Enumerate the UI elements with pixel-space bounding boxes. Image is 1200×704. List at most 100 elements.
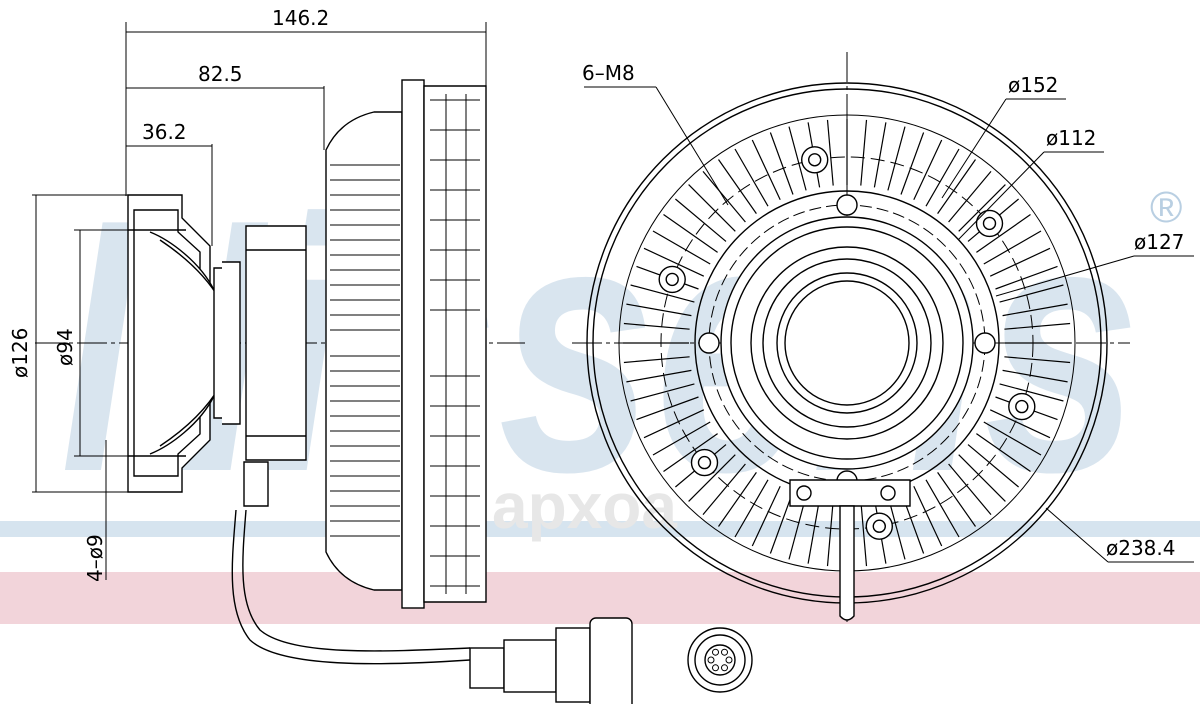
threaded-hole [975,209,1004,238]
fin [913,485,943,547]
fin [623,322,690,330]
watermark-trademark: ® [1150,183,1182,232]
fin [958,184,1006,232]
watermark-pink-band [0,572,1200,624]
dim-threaded-holes: 6–M8 [582,61,635,85]
dim-pilot-diameter: ø94 [53,328,77,366]
cable-plug [469,647,505,689]
small-hole [698,332,720,354]
threaded-hole-core [982,216,997,231]
fin [958,454,1006,502]
hub [213,225,307,461]
fin [937,472,976,527]
radial-fins [623,119,1071,567]
threaded-hole [865,512,893,540]
fin [925,148,960,207]
front-leaders [584,86,1194,563]
center-bore [776,272,918,414]
fin [925,479,960,538]
fin [626,303,692,317]
fin [826,500,834,567]
dim-overall-length: 146.2 [272,6,329,30]
side-dimensions [32,22,487,580]
threaded-hole [801,146,829,174]
fin [630,383,695,402]
threaded-hole [690,448,719,477]
connector-pin [721,664,728,672]
threaded-hole [1008,392,1036,421]
fin [995,265,1058,290]
fin [688,184,736,232]
fin [999,284,1064,303]
fan-housing [325,79,487,609]
dim-bolt-holes: 4–ø9 [83,534,107,582]
fin [734,479,769,538]
dim-flange-length: 36.2 [142,120,187,144]
fin [967,444,1019,488]
fin [734,148,769,207]
fin [976,214,1031,253]
fin [860,119,868,186]
fin [769,132,794,195]
threaded-hole-core [665,272,679,287]
small-hole [974,332,996,354]
connector-pin [712,648,719,656]
fin [751,485,781,547]
fin [1004,322,1071,330]
fin [626,369,692,383]
fin [983,421,1042,456]
fin [636,396,699,421]
fin [989,247,1051,277]
fin [643,409,705,439]
threaded-hole [658,265,686,294]
front-cable-stub [839,505,855,621]
dim-flange-diameter: ø126 [8,328,32,378]
fin [702,171,746,223]
housing-fins [330,164,400,537]
fin [675,198,727,242]
connector-pin [712,664,719,672]
fin [1002,369,1068,383]
fin [948,171,992,223]
connector-pin [707,656,715,664]
front-sensor-bracket [789,479,911,507]
fin [788,126,807,191]
dim-outer-diameter: ø238.4 [1106,536,1176,560]
fin [999,383,1064,402]
fin [860,500,868,567]
threaded-hole-core [697,455,712,470]
fin [948,463,992,515]
threaded-hole-core [808,153,822,167]
threaded-holes [658,146,1036,540]
threaded-hole-core [872,519,886,533]
fin [718,159,757,214]
dim-outer-bolt-circle: ø152 [1008,73,1058,97]
fin [1004,356,1071,364]
fin [887,126,906,191]
dim-body-diameter: ø127 [1134,230,1184,254]
fin [937,159,976,214]
fin [702,463,746,515]
fin [688,454,736,502]
fin [652,230,711,265]
connector-end-view [687,627,753,693]
small-hole [836,194,858,216]
fin [807,498,821,564]
fin [826,119,834,186]
fin [989,409,1051,439]
fin [623,356,690,364]
fin [1002,303,1068,317]
side-view [32,22,633,704]
threaded-hole-core [1015,399,1029,414]
fin [769,491,794,554]
sensor-cable [231,461,633,704]
fin [751,139,781,201]
fin [630,284,695,303]
connector-pin [721,648,728,656]
fin [718,472,757,527]
watermark-secondary-text: apxoa [492,470,677,542]
fin [663,214,718,253]
fin [652,421,711,456]
